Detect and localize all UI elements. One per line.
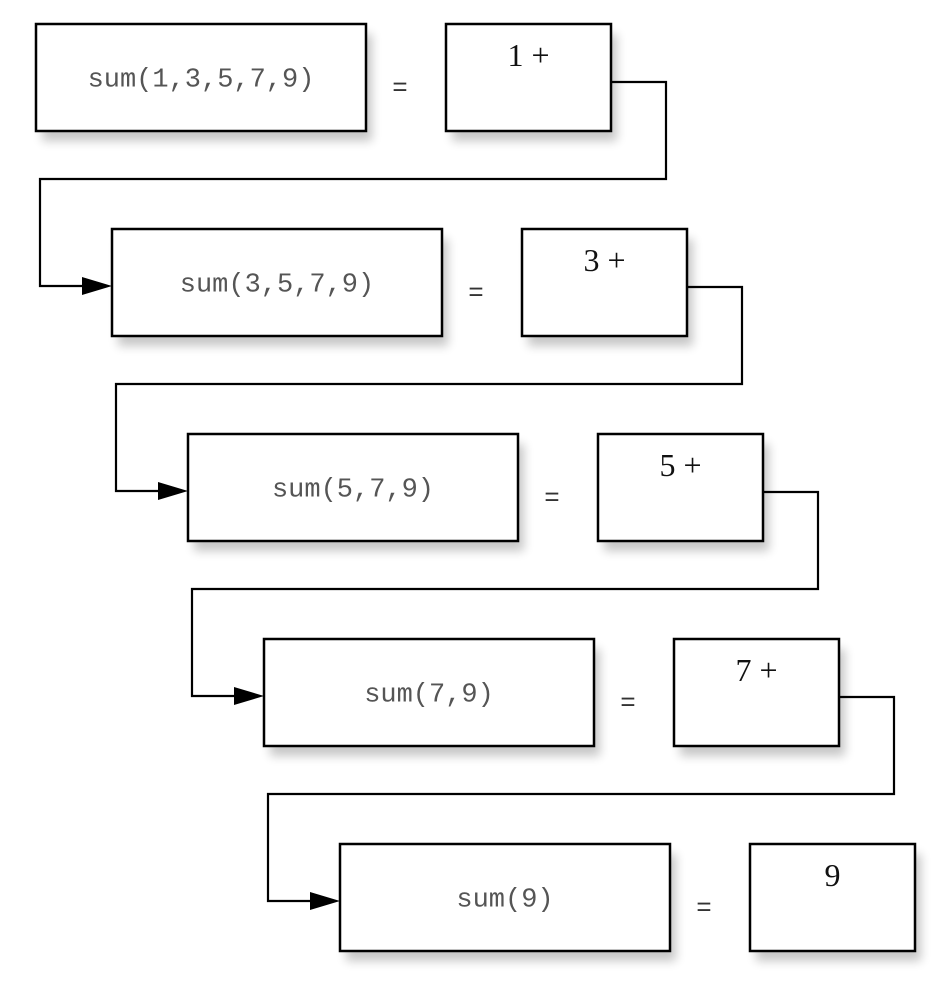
result-box — [520, 227, 689, 338]
call-label: sum(5,7,9) — [272, 476, 434, 506]
result-label: 9 — [825, 857, 841, 893]
steps-layer: sum(1,3,5,7,9) = 1 + sum(3,5,7,9) = 3 + sum(5,… — [34, 22, 921, 961]
call-label: sum(3,5,7,9) — [180, 271, 374, 301]
call-box — [186, 432, 520, 543]
equals-sign: = — [620, 687, 635, 717]
recursion-step: sum(5,7,9) = 5 + — [186, 432, 769, 551]
result-box — [444, 22, 613, 133]
arrowhead-icon — [82, 277, 112, 295]
connector-line — [114, 285, 744, 493]
call-label: sum(7,9) — [364, 681, 494, 711]
call-label: sum(9) — [456, 886, 553, 916]
recursion-step: sum(3,5,7,9) = 3 + — [110, 227, 693, 346]
recursion-step: sum(7,9) = 7 + — [262, 637, 845, 756]
connector-line — [38, 80, 668, 288]
call-box — [34, 22, 368, 133]
equals-sign: = — [696, 892, 711, 922]
call-box — [262, 637, 596, 748]
result-box — [596, 432, 765, 543]
connector-line — [190, 490, 820, 698]
result-label: 5 + — [659, 447, 701, 483]
result-label: 3 + — [583, 242, 625, 278]
equals-sign: = — [544, 482, 559, 512]
arrowhead-icon — [310, 892, 340, 910]
result-label: 7 + — [735, 652, 777, 688]
recursion-step: sum(9) = 9 — [338, 842, 921, 961]
connector-line — [266, 695, 896, 903]
arrowhead-icon — [158, 482, 188, 500]
recursion-step: sum(1,3,5,7,9) = 1 + — [34, 22, 617, 141]
arrowhead-icon — [234, 687, 264, 705]
equals-sign: = — [468, 277, 483, 307]
equals-sign: = — [392, 72, 407, 102]
call-box — [338, 842, 672, 953]
call-box — [110, 227, 444, 338]
result-label: 1 + — [507, 37, 549, 73]
call-label: sum(1,3,5,7,9) — [88, 66, 315, 96]
result-box — [748, 842, 917, 953]
result-box — [672, 637, 841, 748]
connectors-layer — [38, 80, 896, 910]
